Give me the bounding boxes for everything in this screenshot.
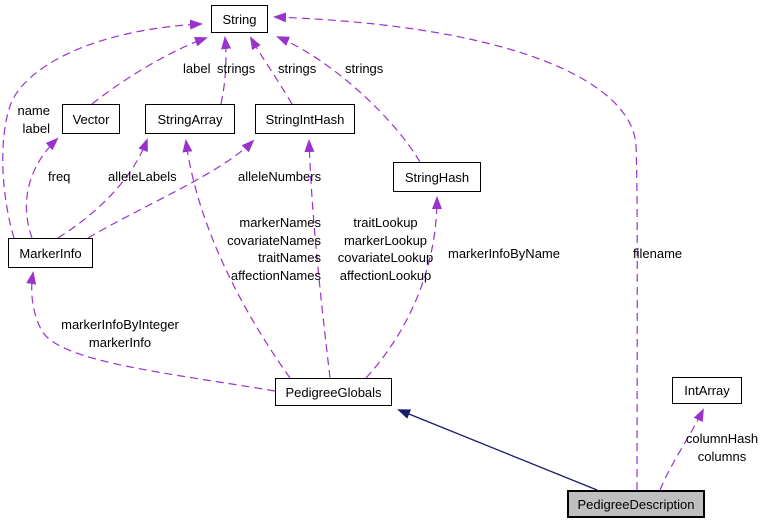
edge-label-line: markerNames bbox=[239, 215, 321, 230]
edge-pedigreeglobals-to-markerinfo bbox=[26, 271, 276, 392]
edge-pedigreeglobals-to-stringinthash bbox=[304, 139, 331, 379]
edge-pedigreedescription-inherits-pedigreeglobals bbox=[397, 409, 598, 491]
edge-label-line: covariateLookup bbox=[337, 250, 434, 265]
edge-stringinthash-to-string bbox=[250, 36, 293, 105]
edge-pedigreedescription-to-string bbox=[273, 12, 638, 491]
edge-label-markerinfo-stringarray: alleleLabels bbox=[108, 169, 177, 184]
node-stringinthash[interactable]: StringIntHash bbox=[255, 104, 355, 134]
edge-label-line: markerInfoByInteger bbox=[61, 317, 179, 332]
node-stringhash[interactable]: StringHash bbox=[393, 162, 481, 192]
node-pedigreedescription: PedigreeDescription bbox=[567, 490, 705, 518]
edge-label-pedigreeglobals-stringinthash: traitLookup markerLookup covariateLookup… bbox=[333, 214, 438, 284]
edge-label-markerinfo-stringinthash: alleleNumbers bbox=[238, 169, 322, 184]
edge-label-line: columnHash bbox=[685, 431, 759, 446]
edge-label-line: name bbox=[17, 103, 50, 118]
edge-label-stringhash-string: strings bbox=[345, 61, 384, 76]
edge-pedigreedescription-to-intarray bbox=[659, 408, 704, 491]
edge-label-line: traitLookup bbox=[353, 215, 418, 230]
edge-label-line: label bbox=[22, 120, 50, 136]
edge-label-pedigreeglobals-stringarray: markerNames covariateNames traitNames af… bbox=[218, 214, 321, 284]
edge-label-line: affectionNames bbox=[230, 267, 321, 283]
edge-label-line: traitNames bbox=[258, 250, 321, 265]
edge-pedigreeglobals-to-stringarray bbox=[182, 139, 291, 379]
node-pedigreeglobals[interactable]: PedigreeGlobals bbox=[275, 378, 392, 406]
edge-markerinfo-to-vector bbox=[25, 137, 59, 239]
edge-markerinfo-to-stringinthash bbox=[87, 139, 255, 239]
node-string[interactable]: String bbox=[211, 5, 268, 33]
edge-stringhash-to-string bbox=[276, 36, 421, 163]
edge-label-pedigreedescription-intarray: columnHash columns bbox=[683, 430, 760, 465]
edge-label-pedigreeglobals-markerinfo: markerInfoByInteger markerInfo bbox=[50, 316, 190, 351]
edge-label-line: markerInfo bbox=[88, 334, 152, 350]
edge-vector-to-string bbox=[91, 36, 208, 105]
edge-pedigreeglobals-to-stringhash bbox=[365, 196, 442, 379]
edge-label-pedigreeglobals-stringhash: markerInfoByName bbox=[448, 246, 560, 261]
edge-stringarray-to-string bbox=[220, 36, 232, 105]
node-markerinfo[interactable]: MarkerInfo bbox=[8, 238, 93, 268]
edge-label-line: columns bbox=[697, 448, 747, 464]
edge-label-stringarray-string: strings bbox=[217, 61, 256, 76]
edge-markerinfo-to-stringarray bbox=[57, 138, 148, 239]
edge-label-line: covariateNames bbox=[227, 232, 321, 248]
node-stringarray[interactable]: StringArray bbox=[145, 104, 235, 134]
edge-label-markerinfo-vector: freq bbox=[48, 169, 71, 184]
edge-label-line: affectionLookup bbox=[339, 267, 432, 283]
edge-label-stringinthash-string: strings bbox=[278, 61, 317, 76]
edge-label-vector-string: label bbox=[183, 61, 211, 76]
edge-label-pedigreedescription-string: filename bbox=[633, 246, 683, 261]
node-vector[interactable]: Vector bbox=[62, 104, 120, 134]
edge-label-line: markerLookup bbox=[343, 232, 428, 248]
edge-label-markerinfo-string: name label bbox=[12, 102, 50, 137]
node-intarray[interactable]: IntArray bbox=[672, 377, 742, 404]
